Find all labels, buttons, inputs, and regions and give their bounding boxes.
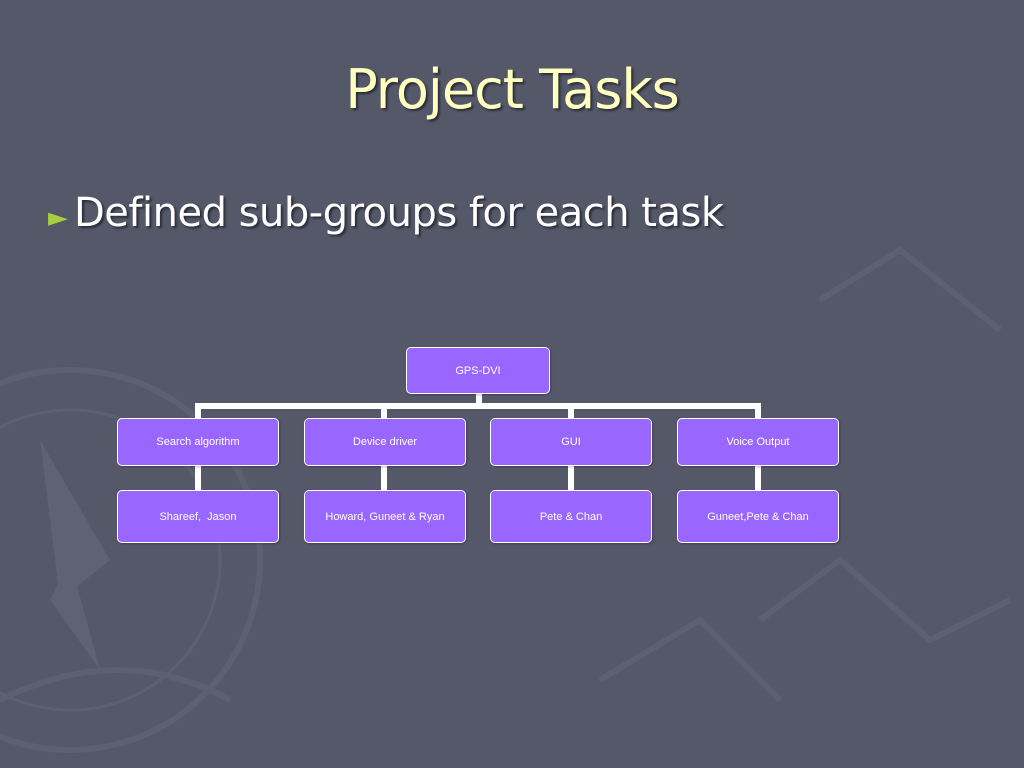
bullet-text: Defined sub-groups for each task [74, 190, 724, 236]
node-team-search-algorithm: Shareef, Jason [117, 490, 279, 543]
connector-task-2-up [381, 403, 387, 419]
connector-task-4-up [755, 403, 761, 419]
node-task-voice-output: Voice Output [677, 418, 839, 466]
node-team-device-driver: Howard, Guneet & Ryan [304, 490, 466, 543]
connector-team-2 [381, 465, 387, 491]
bullet-item: ► Defined sub-groups for each task [48, 190, 724, 236]
connector-root-down [476, 393, 482, 405]
node-team-voice-output: Guneet,Pete & Chan [677, 490, 839, 543]
node-task-gui: GUI [490, 418, 652, 466]
node-task-search-algorithm: Search algorithm [117, 418, 279, 466]
bullet-arrow-icon: ► [48, 203, 68, 233]
slide-title: Project Tasks [345, 58, 680, 121]
node-team-gui: Pete & Chan [490, 490, 652, 543]
connector-horizontal-bar [195, 403, 761, 409]
connector-task-3-up [568, 403, 574, 419]
connector-team-1 [195, 465, 201, 491]
node-root: GPS-DVI [406, 347, 550, 394]
connector-task-1-up [195, 403, 201, 419]
node-task-device-driver: Device driver [304, 418, 466, 466]
connector-team-4 [755, 465, 761, 491]
connector-team-3 [568, 465, 574, 491]
